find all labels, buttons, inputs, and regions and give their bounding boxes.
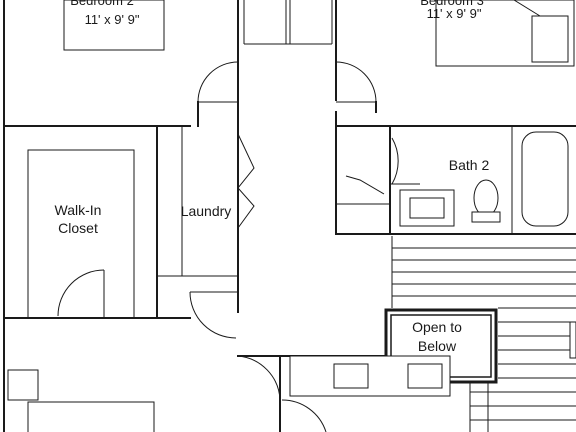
laundry-label: Laundry bbox=[181, 203, 232, 219]
staircase bbox=[391, 236, 576, 432]
open-to-below-line1: Open to bbox=[412, 319, 462, 335]
laundry-bifold-door bbox=[237, 133, 255, 229]
bedroom-3-nightstand bbox=[531, 15, 569, 63]
lower-sink-left bbox=[333, 363, 369, 389]
bedroom-2-size: 11' x 9' 9" bbox=[85, 12, 140, 27]
bedroom-3-name: Bedroom 3 bbox=[420, 0, 484, 8]
bedroom-2-bed bbox=[63, 0, 165, 51]
walk-in-closet-line2: Closet bbox=[58, 220, 98, 236]
walk-in-closet: Walk-In Closet bbox=[27, 149, 135, 318]
walk-in-closet-line1: Walk-In bbox=[55, 202, 102, 218]
bath-2-tub bbox=[521, 131, 569, 227]
bath-2-label: Bath 2 bbox=[449, 157, 490, 173]
bath-2-toilet bbox=[473, 179, 499, 217]
bedroom-2-name: Bedroom 2 bbox=[70, 0, 134, 8]
open-to-below-line2: Below bbox=[418, 338, 457, 354]
laundry-room: Laundry bbox=[157, 126, 255, 339]
lower-bed bbox=[27, 401, 155, 432]
bath-2: Bath 2 bbox=[336, 126, 569, 235]
bedroom-3-size: 11' x 9' 9" bbox=[427, 6, 482, 21]
bedroom-3: Bedroom 3 11' x 9' 9" bbox=[420, 0, 575, 67]
lower-nightstand bbox=[7, 369, 39, 401]
bath-2-sink bbox=[409, 197, 445, 219]
hallway-doors bbox=[197, 0, 377, 127]
bedroom-2: Bedroom 2 11' x 9' 9" bbox=[63, 0, 165, 51]
lower-sink-right bbox=[407, 363, 443, 389]
lower-rooms bbox=[7, 355, 451, 432]
